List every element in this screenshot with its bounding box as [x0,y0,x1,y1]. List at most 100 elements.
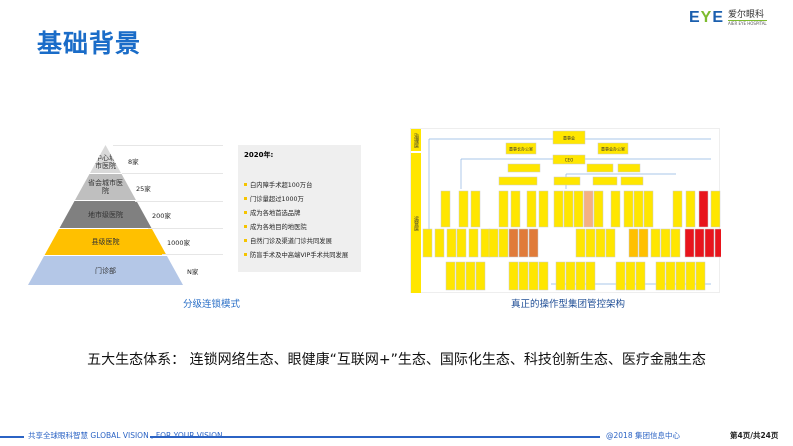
goal-text: 白内障手术超100万台 [250,181,313,189]
tier-count: 1000家 [167,239,191,247]
org-node [445,261,456,291]
org-node [586,163,614,173]
goal-bullet: 防盲手术及中高端VIP手术共同发展 [244,247,355,261]
org-node [655,261,666,291]
goal-bullet: 门诊量超过1000万 [244,191,355,205]
org-node [434,228,445,258]
tier-count: N家 [187,268,199,276]
page-title: 基础背景 [37,29,142,58]
org-node [670,228,681,258]
org-node [553,176,581,186]
org-node [498,228,509,258]
org-node [575,228,586,258]
org-node [565,261,576,291]
goal-text: 自然门诊及渠道门诊共同发展 [250,237,332,245]
org-node [563,190,574,228]
org-node-label: CEO [565,158,573,163]
org-node [684,228,695,258]
bullet-icon [244,210,247,214]
divider [148,228,223,229]
org-node [465,261,476,291]
org-node [592,176,618,186]
org-node [635,261,646,291]
org-node [597,142,629,155]
divider [162,254,223,255]
tier-label: 地市级医院 [88,210,123,219]
org-node [623,190,634,228]
org-node [685,261,696,291]
org-node [583,190,594,228]
org-node [625,261,636,291]
org-node [538,190,549,228]
goal-text: 门诊量超过1000万 [250,195,304,203]
org-node [470,190,481,228]
org-node [617,163,641,173]
org-node [508,261,519,291]
org-node [633,190,644,228]
org-node [575,261,586,291]
org-node-ceo [552,154,586,165]
goal-bullet: 成为各地目的地医院 [244,219,355,233]
tier-label: 省会城市医院 [88,179,123,195]
divider [122,173,223,174]
bullet-icon [244,238,247,242]
eye-logo-mark: EYE [689,9,725,26]
org-node [538,261,549,291]
org-node [468,228,479,258]
org-node [685,190,696,228]
org-node [498,190,509,228]
footer: 共享全球眼科智慧 GLOBAL VISION , FOR YOUR VISION… [0,430,793,444]
org-node [695,261,706,291]
tier-label: 中心城市医院 [95,154,116,170]
bullet-icon [244,182,247,186]
org-node [498,176,538,186]
org-node [694,228,705,258]
org-node [480,228,491,258]
org-node [650,228,661,258]
org-node [510,190,521,228]
goal-bullet: 成为各地首选品牌 [244,205,355,219]
org-node [660,228,671,258]
org-node [440,190,451,228]
org-node [422,228,433,258]
tier-central-city: 中心城市医院 [28,145,183,173]
org-node [456,228,467,258]
org-node [620,176,644,186]
layer-band-operation [411,153,421,293]
tier-provincial: 省会城市医院 [28,174,183,200]
goals-2020-box: 2020年: 白内障手术超100万台门诊量超过1000万成为各地首选品牌成为各地… [238,145,361,272]
org-node [610,190,621,228]
tier-count: 25家 [136,185,151,193]
tier-label: 县级医院 [91,238,120,246]
org-node [710,190,721,228]
logo-name-en: AIER EYE HOSPITAL [728,20,767,26]
org-node [505,142,537,155]
goals-title: 2020年: [244,151,274,159]
footer-line [0,436,24,438]
org-node [446,228,457,258]
org-node [518,228,529,258]
footer-slogan: 共享全球眼科智慧 GLOBAL VISION , FOR YOUR VISION [28,431,223,440]
layer-label-operation: 运营层 [413,215,419,231]
org-node [593,190,604,228]
divider [113,145,223,146]
tier-count: 8家 [128,158,139,166]
logo-name-cn: 爱尔眼科 [728,10,765,20]
org-node [672,190,683,228]
bullet-icon [244,196,247,200]
tier-label: 门诊部 [95,266,116,275]
org-node [528,228,539,258]
footer-copyright: @2018 集团信息中心 [606,431,680,440]
ecosystem-statement: 五大生态体系： 连锁网络生态、眼健康“互联网+”生态、国际化生态、科技创新生态、… [87,352,706,368]
org-node [507,163,541,173]
pyramid-caption: 分级连锁模式 [183,299,241,310]
org-node [475,261,486,291]
org-node [615,261,626,291]
goal-text: 成为各地目的地医院 [250,223,307,231]
org-node [455,261,466,291]
org-node [553,190,564,228]
org-node [665,261,676,291]
org-node [555,261,566,291]
